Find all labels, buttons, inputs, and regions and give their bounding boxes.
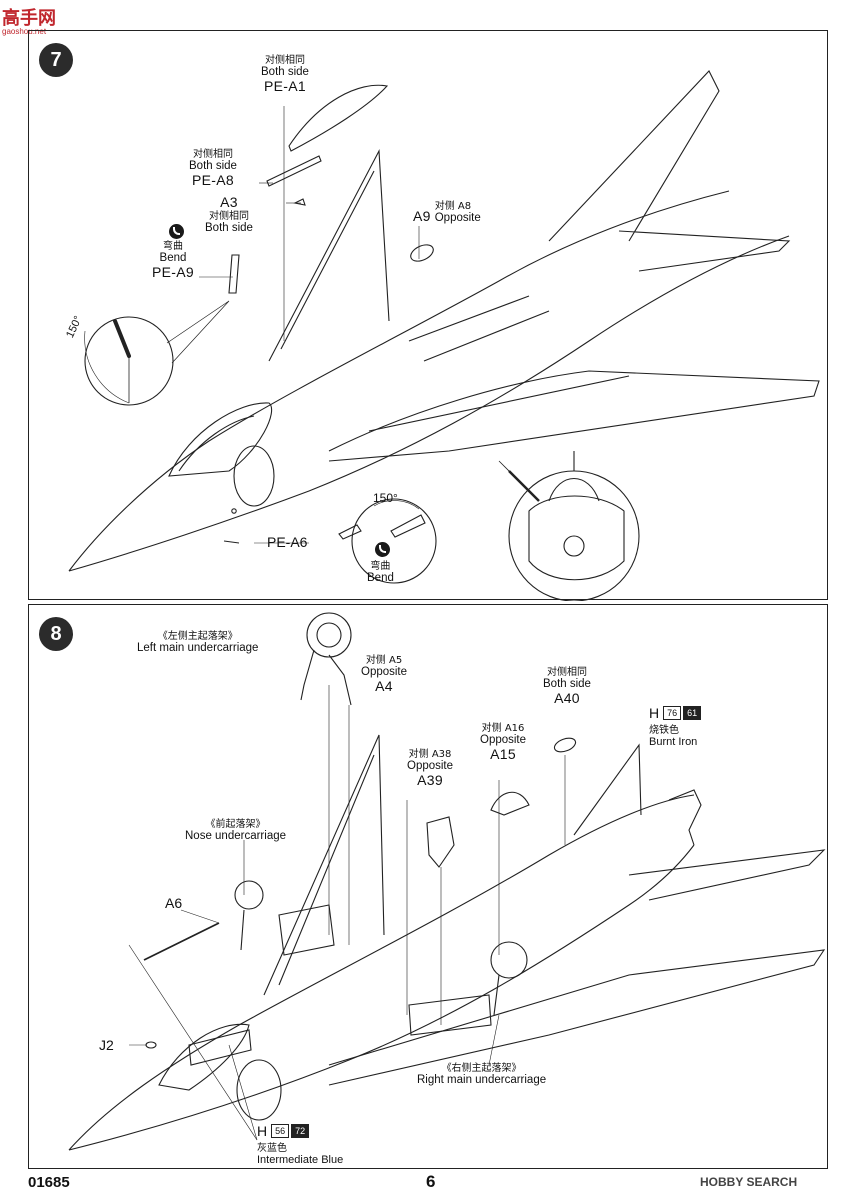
a39-part: A39 [417,772,443,789]
part-a3-label: A3 对侧相同 Both side [205,194,253,235]
bend-label-bottom: 弯曲 Bend [367,561,394,585]
a15-part: A15 [490,746,516,763]
brand-watermark: HOBBY SEARCH [700,1175,798,1189]
bend-icon [169,224,184,239]
paint-burnt-iron-en: Burnt Iron [649,736,698,748]
left-main-undercarriage-label: 《左侧主起落架》 Left main undercarriage [137,631,258,655]
paint-int-blue-zh: 灰蓝色 [257,1143,287,1154]
step-8-panel: 8 《左侧主起落架》 Left main undercarriage 对侧 A5… [28,604,828,1169]
a40-part: A40 [554,690,580,707]
paint-int-blue-code1: 56 [271,1124,290,1138]
paint-burnt-iron-letter: H [649,705,660,721]
part-pe-a6-label: PE-A6 [267,534,308,550]
page-number: 6 [426,1172,436,1191]
paint-int-blue-code2: 72 [291,1124,310,1138]
a15-en: Opposite [480,734,527,747]
part-a39-label: 对侧 A38 Opposite A39 [407,749,453,789]
paint-burnt-iron-code1: 76 [663,706,682,720]
a39-en: Opposite [407,760,454,773]
a3-en: Both side [205,221,253,234]
pe-a8-part: PE-A8 [191,172,234,189]
part-pe-a9-label: 弯曲 Bend PE-A9 [152,241,194,281]
a4-en: Opposite [361,666,408,679]
paint-int-blue-en: Intermediate Blue [257,1154,344,1166]
nose-zh: 《前起落架》 [205,819,266,830]
part-j2-label: J2 [99,1037,114,1053]
pe-a1-en: Both side [261,66,309,79]
a4-part: A4 [375,678,393,695]
a9-en: Opposite [434,212,481,225]
a15-zh: 对侧 A16 [481,723,525,734]
pe-a8-en: Both side [189,160,237,173]
pe-a1-zh: 对侧相同 [264,55,305,66]
paint-int-blue-letter: H [257,1123,268,1139]
a9-zh: 对侧 A8 [434,201,472,212]
a9-part: A9 [413,208,431,225]
pe-a9-en: Bend [159,252,187,265]
paint-intermediate-blue: H 56 72 灰蓝色 Intermediate Blue [257,1123,343,1166]
a3-part: A3 [220,194,238,210]
bend-icon [375,542,390,557]
part-a6-label: A6 [165,895,183,911]
bend-bottom-zh: 弯曲 [370,561,391,572]
part-pe-a8-label: 对侧相同 Both side PE-A8 [189,149,237,189]
left-main-en: Left main undercarriage [137,642,259,655]
right-main-undercarriage-label: 《右侧主起落架》 Right main undercarriage [417,1063,546,1087]
step-7-aircraft-drawing [68,70,820,601]
pe-a8-zh: 对侧相同 [192,149,233,160]
angle-label-bottom: 150° [373,491,398,505]
paint-burnt-iron-zh: 烧铁色 [649,725,679,736]
part-a4-label: 对侧 A5 Opposite A4 [361,655,407,695]
right-main-zh: 《右侧主起落架》 [441,1063,522,1074]
site-logo-url: gaoshou.net [2,27,47,36]
step-7-panel: 7 对侧相同 Both side PE-A1 对侧相同 Both side PE… [28,30,828,601]
a40-zh: 对侧相同 [546,667,587,678]
step-7-badge: 7 [39,43,73,77]
nose-undercarriage-label: 《前起落架》 Nose undercarriage [185,819,286,843]
a4-zh: 对侧 A5 [365,655,403,666]
part-a9-label: A9 对侧 A8 Opposite [413,201,481,225]
pe-a9-zh: 弯曲 [162,241,183,252]
a39-zh: 对侧 A38 [408,749,452,760]
step-8-badge: 8 [39,617,73,651]
nose-en: Nose undercarriage [185,830,287,843]
step-8-aircraft-drawing [68,612,826,1151]
product-code: 01685 [28,1174,70,1191]
pe-a1-part: PE-A1 [263,78,306,95]
part-a15-label: 对侧 A16 Opposite A15 [480,723,526,763]
bend-bottom-en: Bend [367,572,394,585]
pe-a9-part: PE-A9 [152,264,194,281]
part-pe-a1-label: 对侧相同 Both side PE-A1 [261,55,309,95]
a40-en: Both side [543,678,591,691]
site-logo: 高手网 [2,8,56,29]
part-a40-label: 对侧相同 Both side A40 [543,667,591,707]
a3-zh: 对侧相同 [208,210,249,222]
paint-burnt-iron-code2: 61 [683,706,702,720]
left-main-zh: 《左侧主起落架》 [157,631,238,642]
right-main-en: Right main undercarriage [417,1074,547,1087]
paint-burnt-iron: H 76 61 烧铁色 Burnt Iron [649,705,702,748]
